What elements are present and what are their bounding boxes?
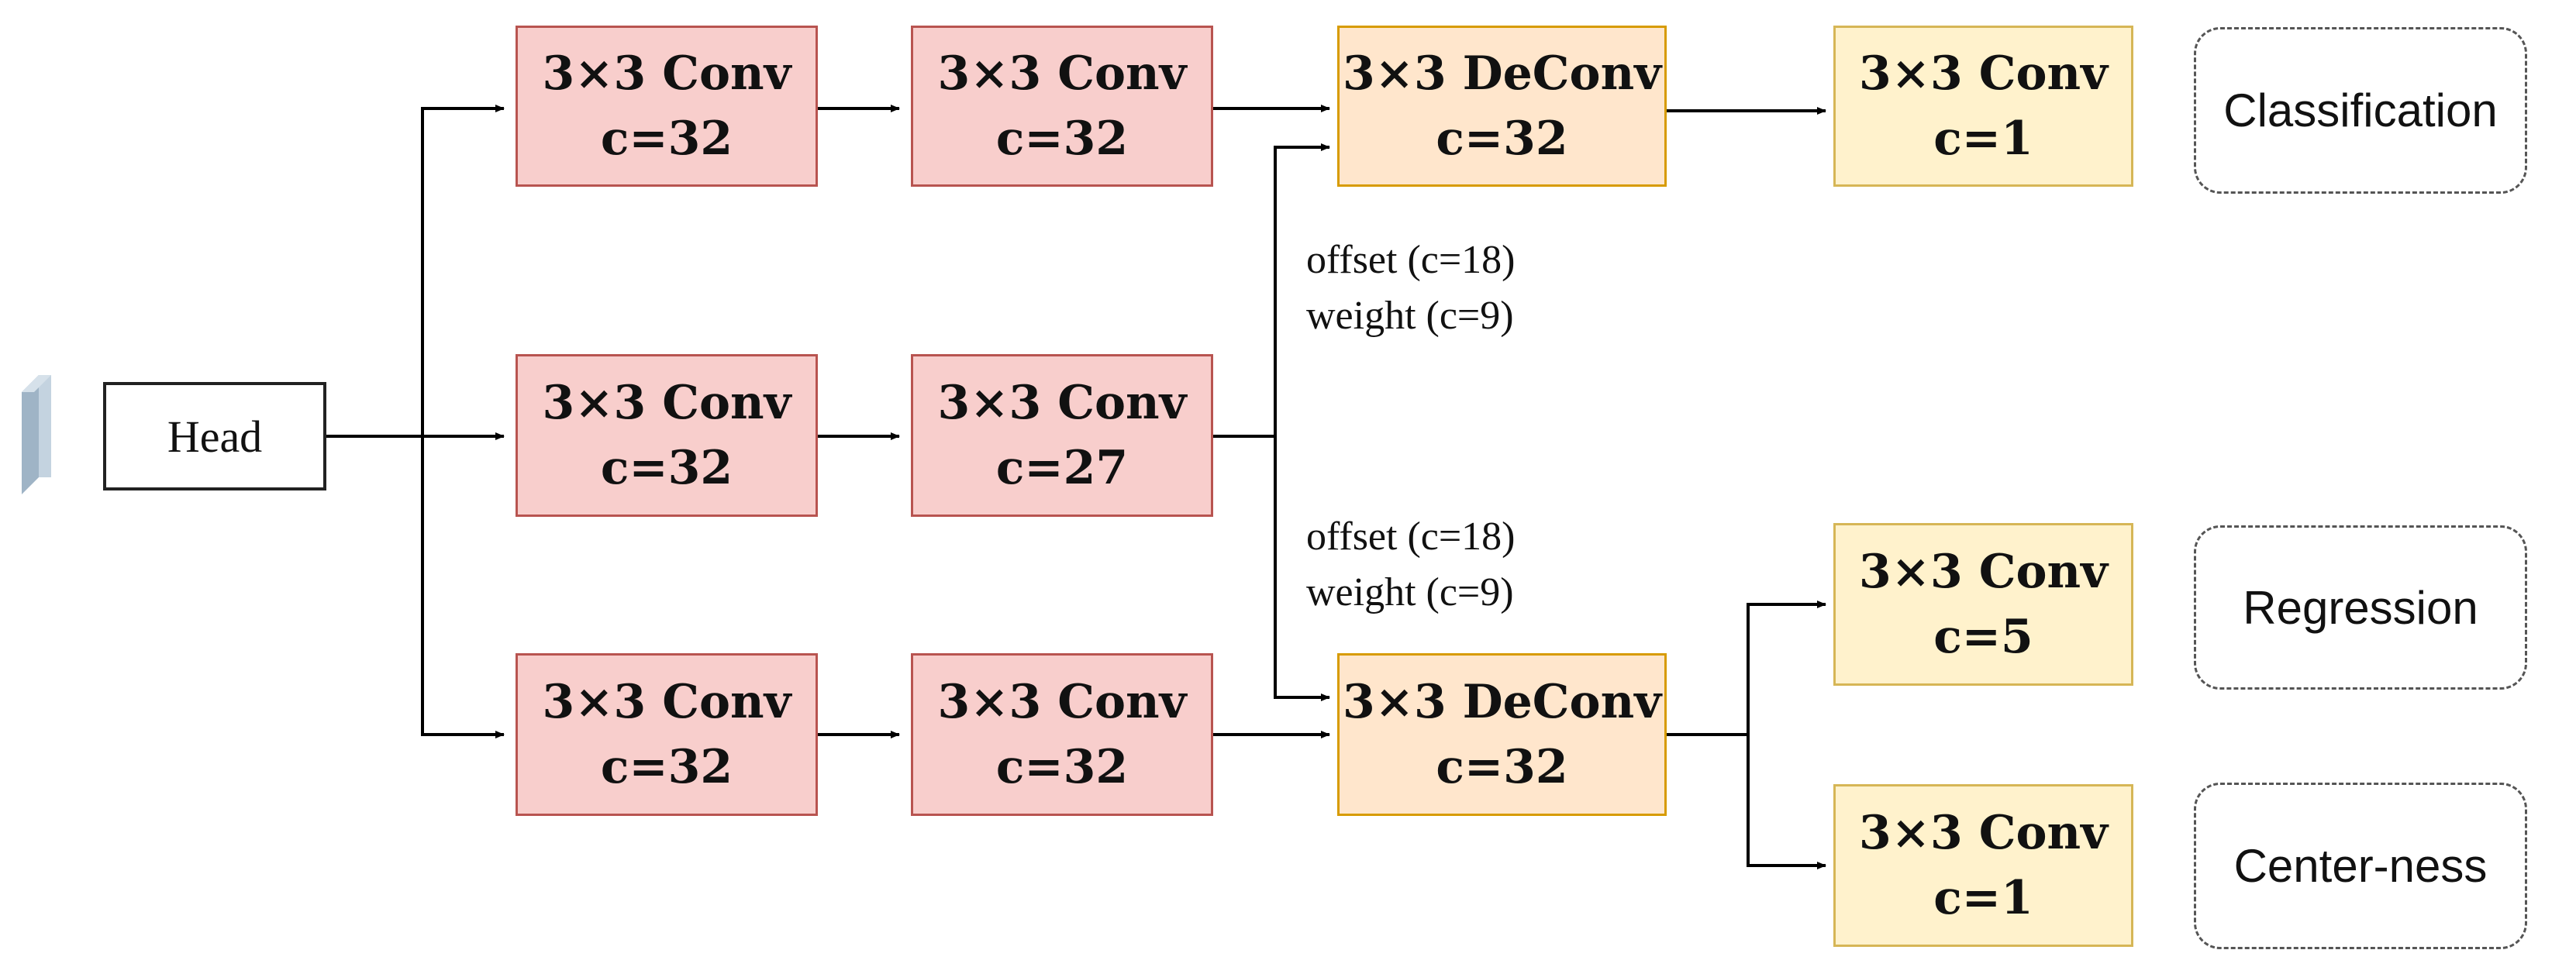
classification-text: Classification (2223, 84, 2498, 136)
node-title: 3×3 Conv (1859, 545, 2108, 599)
reg-conv1-node: 3×3 Conv c=32 (516, 653, 818, 816)
head-label: Head (167, 411, 263, 462)
offset-text: offset (c=18) (1306, 238, 1516, 282)
node-channels: c=32 (1436, 112, 1568, 166)
reg-conv2-node: 3×3 Conv c=32 (911, 653, 1213, 816)
regression-output-label: Regression (2194, 525, 2527, 690)
offset-conv1-node: 3×3 Conv c=32 (516, 354, 818, 517)
cls-deconv-node: 3×3 DeConv c=32 (1337, 26, 1667, 187)
node-channels: c=32 (600, 112, 733, 166)
reg-deconv-node: 3×3 DeConv c=32 (1337, 653, 1667, 816)
centerness-text: Center-ness (2233, 840, 2488, 892)
node-title: 3×3 Conv (542, 376, 791, 430)
node-channels: c=27 (995, 441, 1129, 495)
node-title: 3×3 Conv (542, 675, 791, 729)
cls-conv2-node: 3×3 Conv c=32 (911, 26, 1213, 187)
classification-output-conv-node: 3×3 Conv c=1 (1833, 26, 2133, 187)
edge-offset-to-bottom-deconv (1274, 436, 1330, 701)
node-title: 3×3 Conv (1859, 806, 2108, 860)
cls-conv1-node: 3×3 Conv c=32 (516, 26, 818, 187)
node-channels: c=32 (1436, 740, 1568, 794)
node-title: 3×3 Conv (1859, 46, 2108, 101)
node-title: 3×3 Conv (937, 675, 1187, 729)
feature-map-icon (22, 375, 51, 494)
node-channels: c=32 (995, 112, 1129, 166)
node-title: 3×3 DeConv (1342, 46, 1662, 101)
node-title: 3×3 DeConv (1342, 675, 1662, 729)
classification-output-label: Classification (2194, 27, 2527, 194)
node-channels: c=1 (1933, 871, 2033, 925)
node-channels: c=1 (1933, 112, 2033, 166)
node-channels: c=32 (600, 441, 733, 495)
node-title: 3×3 Conv (542, 46, 791, 101)
edge-bottom-deconv-to-centerness-conv (1747, 735, 1826, 869)
regression-text: Regression (2243, 581, 2478, 634)
edge-head-to-bottom-conv (421, 436, 505, 738)
head-node: Head (103, 382, 326, 490)
node-title: 3×3 Conv (937, 376, 1187, 430)
centerness-output-conv-node: 3×3 Conv c=1 (1833, 784, 2133, 947)
weight-text: weight (c=9) (1306, 294, 1514, 338)
node-channels: c=5 (1933, 610, 2033, 664)
offset-text: offset (c=18) (1306, 515, 1516, 559)
node-channels: c=32 (995, 740, 1129, 794)
centerness-output-label: Center-ness (2194, 783, 2527, 949)
lower-offset-annotation: offset (c=18) weight (c=9) (1306, 509, 1516, 621)
upper-offset-annotation: offset (c=18) weight (c=9) (1306, 232, 1516, 344)
edge-bottom-deconv-to-regression-conv (1747, 601, 1826, 735)
edge-offset-to-top-deconv (1274, 143, 1330, 436)
weight-text: weight (c=9) (1306, 570, 1514, 614)
offset-conv2-node: 3×3 Conv c=27 (911, 354, 1213, 517)
node-channels: c=32 (600, 740, 733, 794)
regression-output-conv-node: 3×3 Conv c=5 (1833, 523, 2133, 686)
edge-head-to-top-conv (421, 105, 505, 436)
node-title: 3×3 Conv (937, 46, 1187, 101)
